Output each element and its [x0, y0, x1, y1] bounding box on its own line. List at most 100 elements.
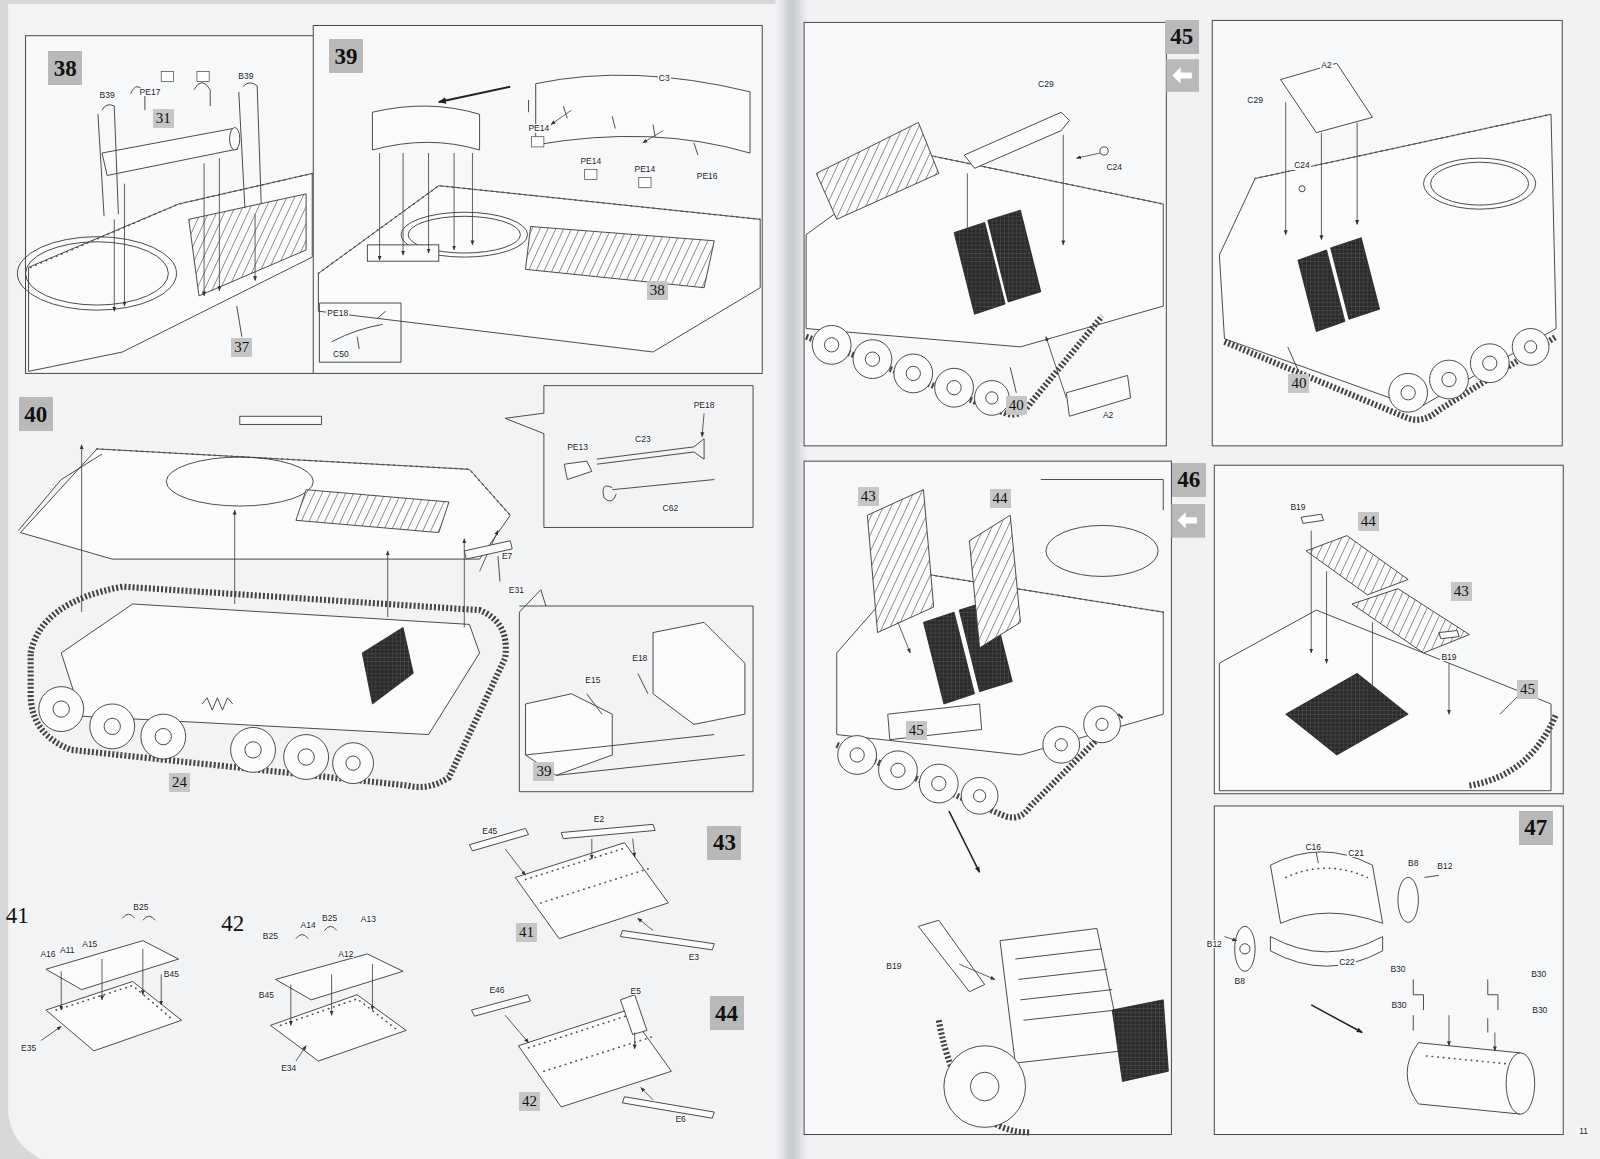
step-number: 42: [220, 912, 245, 935]
part-label: E6: [674, 1115, 686, 1124]
subassembly-callout: 45: [906, 721, 927, 740]
step-number-box: 44: [710, 996, 744, 1030]
part-label: C62: [662, 504, 680, 513]
subassembly-callout: 44: [1358, 512, 1379, 531]
part-label: B8: [1234, 977, 1246, 986]
flip-view-icon: [1171, 504, 1205, 538]
part-label: C16: [1304, 843, 1322, 852]
step-number: 43: [861, 489, 876, 504]
part-label: E3: [688, 953, 700, 962]
part-label: B30: [1531, 1006, 1548, 1015]
step-number: 39: [536, 764, 551, 779]
flip-view-icon: [1178, 512, 1197, 528]
step-panel: [804, 461, 1171, 1134]
subassembly-callout: 37: [231, 338, 252, 357]
step-panel: [1212, 20, 1562, 445]
hull-assembly-figure: [18, 386, 753, 792]
part-label: B12: [1436, 862, 1453, 871]
part-label: B8: [1407, 859, 1419, 868]
step-number: 31: [156, 111, 171, 126]
part-label: E34: [280, 1064, 297, 1073]
hull-deck-figure: [318, 75, 760, 362]
step-number: 44: [993, 491, 1008, 506]
part-label: E31: [508, 586, 525, 595]
part-label: B45: [163, 970, 180, 979]
step-panel: [1214, 806, 1563, 1135]
step-number: 43: [713, 831, 736, 854]
step-number-box: 39: [329, 39, 363, 73]
part-label: C29: [1037, 80, 1055, 89]
step-panel: [313, 26, 762, 374]
part-label: C24: [1293, 161, 1311, 170]
part-label: B25: [321, 914, 338, 923]
step-number-box: 46: [1172, 463, 1206, 497]
plate-assembly-figure: [471, 995, 714, 1118]
subassembly-callout: 44: [990, 489, 1011, 508]
part-label: B19: [1440, 653, 1457, 662]
step-panel: [804, 22, 1166, 445]
part-label: B19: [1289, 503, 1306, 512]
part-label: PE17: [139, 88, 162, 97]
subassembly-callout: 43: [1451, 582, 1472, 601]
plate-assembly-figure: [41, 914, 182, 1051]
step-number: 40: [24, 403, 47, 426]
part-label: B12: [1206, 940, 1223, 949]
subassembly-callout: 38: [647, 281, 668, 300]
part-label: B30: [1530, 970, 1547, 979]
part-label: E2: [593, 815, 605, 824]
part-label: PE18: [693, 401, 716, 410]
step-number: 39: [334, 45, 357, 68]
part-label: A11: [59, 946, 76, 955]
part-label: PE14: [579, 157, 602, 166]
subassembly-callout: 40: [1288, 374, 1309, 393]
part-label: 11: [1578, 1127, 1589, 1136]
part-label: B30: [1390, 1001, 1407, 1010]
part-label: E35: [20, 1044, 37, 1053]
part-label: A16: [39, 950, 56, 959]
step-panel: [26, 36, 318, 374]
part-label: A2: [1320, 61, 1332, 70]
page-fold: [776, 0, 809, 1159]
subassembly-callout: 31: [153, 109, 174, 128]
subassembly-callout: 42: [519, 1092, 540, 1111]
step-number: 43: [1454, 584, 1469, 599]
step-number: 38: [54, 57, 77, 80]
step-number: 40: [1291, 376, 1306, 391]
step-number: 41: [5, 904, 30, 927]
part-label: C21: [1347, 849, 1365, 858]
part-label: C24: [1105, 163, 1123, 172]
part-label: PE14: [633, 165, 656, 174]
subassembly-callout: 40: [1006, 396, 1027, 415]
step-number: 38: [650, 283, 665, 298]
part-label: A2: [1102, 411, 1114, 420]
part-label: C23: [634, 435, 652, 444]
part-label: C50: [332, 350, 350, 359]
part-label: E45: [481, 827, 498, 836]
part-label: E7: [501, 552, 513, 561]
plate-assembly-figure: [469, 824, 714, 949]
part-label: PE13: [566, 443, 589, 452]
subassembly-callout: 45: [1517, 680, 1538, 699]
step-number-box: 40: [19, 397, 53, 431]
drum-assembly-figure: [1224, 852, 1534, 1114]
part-label: PE16: [696, 172, 719, 181]
step-number: 37: [234, 340, 249, 355]
step-number: 46: [1177, 468, 1200, 491]
hull-deck-figure: [17, 71, 312, 371]
step-number: 47: [1524, 816, 1547, 839]
step-number: 41: [519, 925, 534, 940]
part-label: B25: [132, 903, 149, 912]
part-label: B45: [258, 991, 275, 1000]
step-number: 44: [1361, 514, 1376, 529]
part-label: A13: [360, 915, 377, 924]
subassembly-callout: 24: [169, 773, 190, 792]
step-number: 40: [1009, 398, 1024, 413]
right-page: [792, 0, 1600, 1159]
part-label: B19: [885, 962, 902, 971]
part-label: E46: [488, 986, 505, 995]
subassembly-callout: 43: [858, 487, 879, 506]
part-label: E5: [630, 987, 642, 996]
